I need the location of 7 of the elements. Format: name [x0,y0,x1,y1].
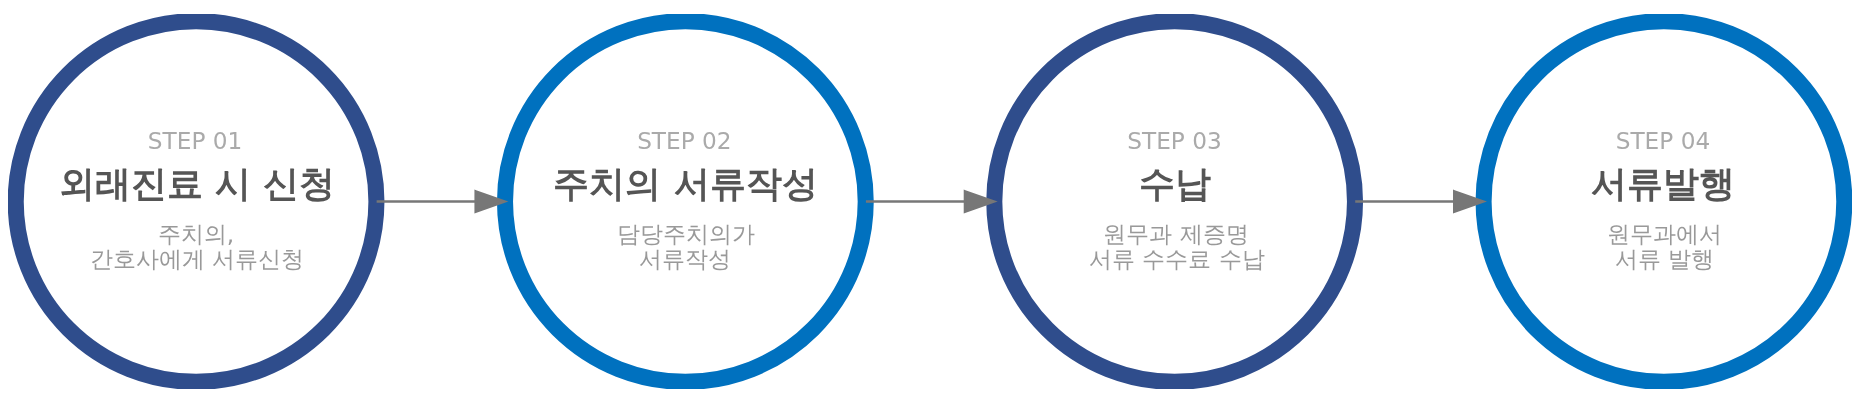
arrow [1355,189,1487,213]
arrow [865,189,998,213]
node-circle: STEP 02 주치의 서류작성 담당주치의가 서류작성 [496,13,874,389]
node-circle: STEP 01 외래진료 시 신청 주치의, 간호사에게 서류신청 [8,13,385,389]
arrow [376,189,509,213]
node-circle: STEP 04 서류발행 원무과에서 서류 발행 [1475,13,1852,389]
node-circle: STEP 03 수납 원무과 제증명 서류 수수료 수납 [986,13,1364,389]
